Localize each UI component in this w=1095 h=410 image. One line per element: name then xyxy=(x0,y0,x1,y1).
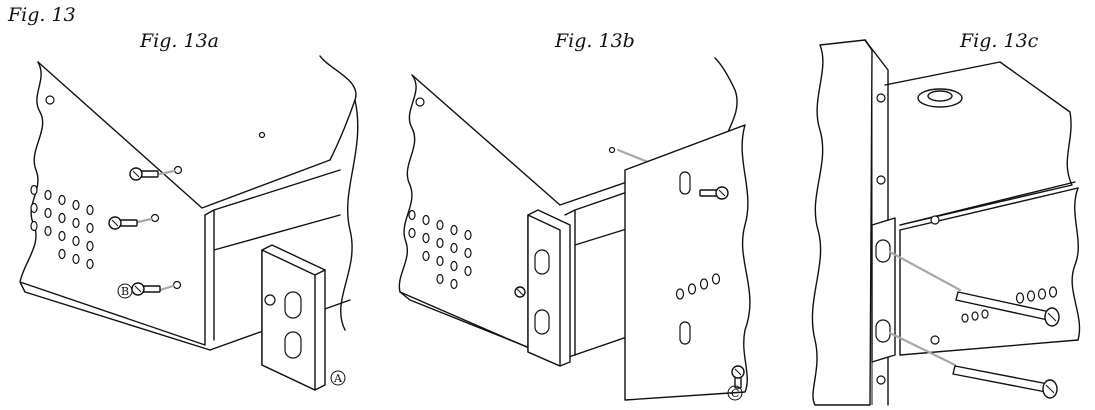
mounting-bracket-a xyxy=(261,244,326,391)
panel-caption-13a: Fig. 13a xyxy=(140,30,220,52)
callout-c-label: C xyxy=(731,387,739,400)
figure-caption: Fig. 13 xyxy=(8,4,76,26)
panel-13a-drawing: B A xyxy=(19,55,359,391)
callout-a: A xyxy=(330,370,346,386)
callout-b: B xyxy=(117,283,133,299)
screw-icon xyxy=(731,365,745,389)
screw-icon xyxy=(108,216,138,230)
panel-caption-13b: Fig. 13b xyxy=(555,30,635,52)
screw-icon xyxy=(129,167,159,181)
callout-c: C xyxy=(727,385,743,401)
screw-icon xyxy=(699,186,729,200)
callout-a-label: A xyxy=(333,372,343,385)
screw-icon xyxy=(131,282,161,296)
callout-b-label: B xyxy=(121,285,129,298)
screw-icon xyxy=(514,286,526,298)
panel-caption-13c: Fig. 13c xyxy=(960,30,1039,52)
bolt-icon xyxy=(952,365,1058,399)
bolt-icon xyxy=(955,291,1060,327)
panel-13b-drawing: C xyxy=(398,57,751,401)
panel-13c-drawing xyxy=(811,39,1081,406)
